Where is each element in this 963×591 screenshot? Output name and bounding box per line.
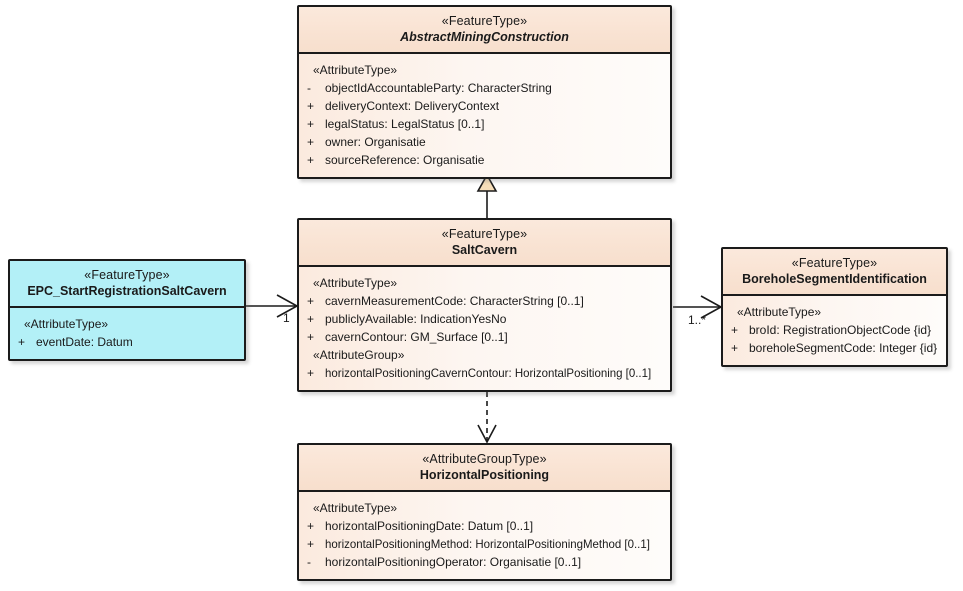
attribute-row[interactable]: + boreholeSegmentCode: Integer {id} (727, 339, 942, 357)
class-header-horizontalpositioning: «AttributeGroupType» HorizontalPositioni… (299, 445, 670, 492)
class-stereotype: «FeatureType» (441, 14, 528, 28)
class-header-saltcavern: «FeatureType» SaltCavern (299, 220, 670, 267)
attribute-label: cavernMeasurementCode: CharacterString [… (325, 294, 584, 308)
attribute-row[interactable]: + horizontalPositioningMethod: Horizonta… (303, 535, 666, 553)
attribute-group-label: «AttributeType» (313, 63, 398, 77)
attribute-row[interactable]: - horizontalPositioningOperator: Organis… (303, 553, 666, 571)
class-stereotype: «AttributeGroupType» (422, 452, 547, 466)
attribute-visibility: + (731, 341, 739, 355)
class-header-boreholesegmentidentification: «FeatureType» BoreholeSegmentIdentificat… (723, 249, 946, 296)
attribute-visibility: - (307, 81, 311, 95)
class-header-epc-startregistrationsaltcavern: «FeatureType» EPC_StartRegistrationSaltC… (10, 261, 244, 308)
attribute-row[interactable]: + cavernContour: GM_Surface [0..1] (303, 328, 666, 346)
attribute-visibility: + (18, 335, 26, 349)
attribute-label: publiclyAvailable: IndicationYesNo (325, 312, 507, 326)
attribute-row[interactable]: + deliveryContext: DeliveryContext (303, 97, 666, 115)
multiplicity-label-epc-saltcavern: 1 (283, 311, 290, 325)
attribute-visibility: + (307, 153, 315, 167)
attribute-group-label: «AttributeType» (313, 501, 398, 515)
attribute-label: objectIdAccountableParty: CharacterStrin… (325, 81, 552, 95)
class-header-abstractminingconstruction: «FeatureType» AbstractMiningConstruction (299, 7, 670, 54)
attribute-visibility: + (307, 99, 315, 113)
generalization-saltcavern-to-abstractminingconstruction (476, 173, 498, 218)
attribute-row[interactable]: + horizontalPositioningDate: Datum [0..1… (303, 517, 666, 535)
class-attributes-compartment: «AttributeType» + horizontalPositioningD… (299, 492, 670, 579)
attribute-group-label: «AttributeType» (24, 317, 109, 331)
attribute-row[interactable]: + broId: RegistrationObjectCode {id} (727, 321, 942, 339)
class-name: SaltCavern (451, 243, 518, 257)
attribute-label: legalStatus: LegalStatus [0..1] (325, 117, 485, 131)
class-name: HorizontalPositioning (419, 468, 550, 482)
class-stereotype: «FeatureType» (84, 268, 170, 282)
attribute-row[interactable]: + cavernMeasurementCode: CharacterString… (303, 292, 666, 310)
attribute-label: horizontalPositioningCavernContour: Hori… (325, 366, 651, 380)
multiplicity-label-saltcavern-borehole: 1..* (688, 313, 707, 327)
class-stereotype: «FeatureType» (791, 256, 878, 270)
attribute-row[interactable]: + sourceReference: Organisatie (303, 151, 666, 169)
attribute-row[interactable]: - objectIdAccountableParty: CharacterStr… (303, 79, 666, 97)
class-name: BoreholeSegmentIdentification (742, 272, 927, 286)
attribute-visibility: + (307, 135, 315, 149)
attribute-label: broId: RegistrationObjectCode {id} (749, 323, 932, 337)
class-box-abstractminingconstruction[interactable]: «FeatureType» AbstractMiningConstruction… (297, 5, 672, 179)
attribute-row[interactable]: + horizontalPositioningCavernContour: Ho… (303, 364, 666, 382)
class-stereotype: «FeatureType» (441, 227, 528, 241)
attribute-visibility: + (731, 323, 739, 337)
class-box-horizontalpositioning[interactable]: «AttributeGroupType» HorizontalPositioni… (297, 443, 672, 581)
attribute-label: boreholeSegmentCode: Integer {id} (749, 341, 938, 355)
attribute-visibility: + (307, 537, 315, 551)
attribute-visibility: + (307, 366, 315, 380)
attribute-group-label: «AttributeType» (737, 305, 822, 319)
attribute-label: cavernContour: GM_Surface [0..1] (325, 330, 508, 344)
attribute-row[interactable]: + eventDate: Datum (14, 333, 240, 351)
class-box-boreholesegmentidentification[interactable]: «FeatureType» BoreholeSegmentIdentificat… (721, 247, 948, 367)
attribute-label: owner: Organisatie (325, 135, 426, 149)
attribute-label: sourceReference: Organisatie (325, 153, 485, 167)
class-attributes-compartment: «AttributeType» - objectIdAccountablePar… (299, 54, 670, 177)
class-attributes-compartment: «AttributeType» + eventDate: Datum (10, 308, 244, 359)
class-name: EPC_StartRegistrationSaltCavern (27, 284, 227, 298)
attribute-label: horizontalPositioningOperator: Organisat… (325, 555, 582, 569)
attribute-row[interactable]: + publiclyAvailable: IndicationYesNo (303, 310, 666, 328)
attribute-row[interactable]: + legalStatus: LegalStatus [0..1] (303, 115, 666, 133)
attribute-label: eventDate: Datum (36, 335, 133, 349)
class-attributes-compartment: «AttributeType» + broId: RegistrationObj… (723, 296, 946, 365)
attribute-label: deliveryContext: DeliveryContext (325, 99, 500, 113)
class-name: AbstractMiningConstruction (400, 30, 569, 44)
dependency-saltcavern-to-horizontalpositioning (477, 392, 497, 444)
attribute-visibility: + (307, 519, 315, 533)
attribute-group-label: «AttributeType» (313, 276, 398, 290)
class-box-saltcavern[interactable]: «FeatureType» SaltCavern «AttributeType»… (297, 218, 672, 392)
class-box-epc-startregistrationsaltcavern[interactable]: «FeatureType» EPC_StartRegistrationSaltC… (8, 259, 246, 361)
attribute-visibility: + (307, 330, 315, 344)
attribute-visibility: + (307, 294, 315, 308)
attribute-group-label: «AttributeGroup» (313, 348, 405, 362)
attribute-visibility: - (307, 555, 311, 569)
attribute-row[interactable]: + owner: Organisatie (303, 133, 666, 151)
attribute-visibility: + (307, 117, 315, 131)
class-attributes-compartment: «AttributeType» + cavernMeasurementCode:… (299, 267, 670, 390)
attribute-visibility: + (307, 312, 315, 326)
attribute-label: horizontalPositioningMethod: HorizontalP… (325, 537, 650, 551)
attribute-label: horizontalPositioningDate: Datum [0..1] (325, 519, 534, 533)
